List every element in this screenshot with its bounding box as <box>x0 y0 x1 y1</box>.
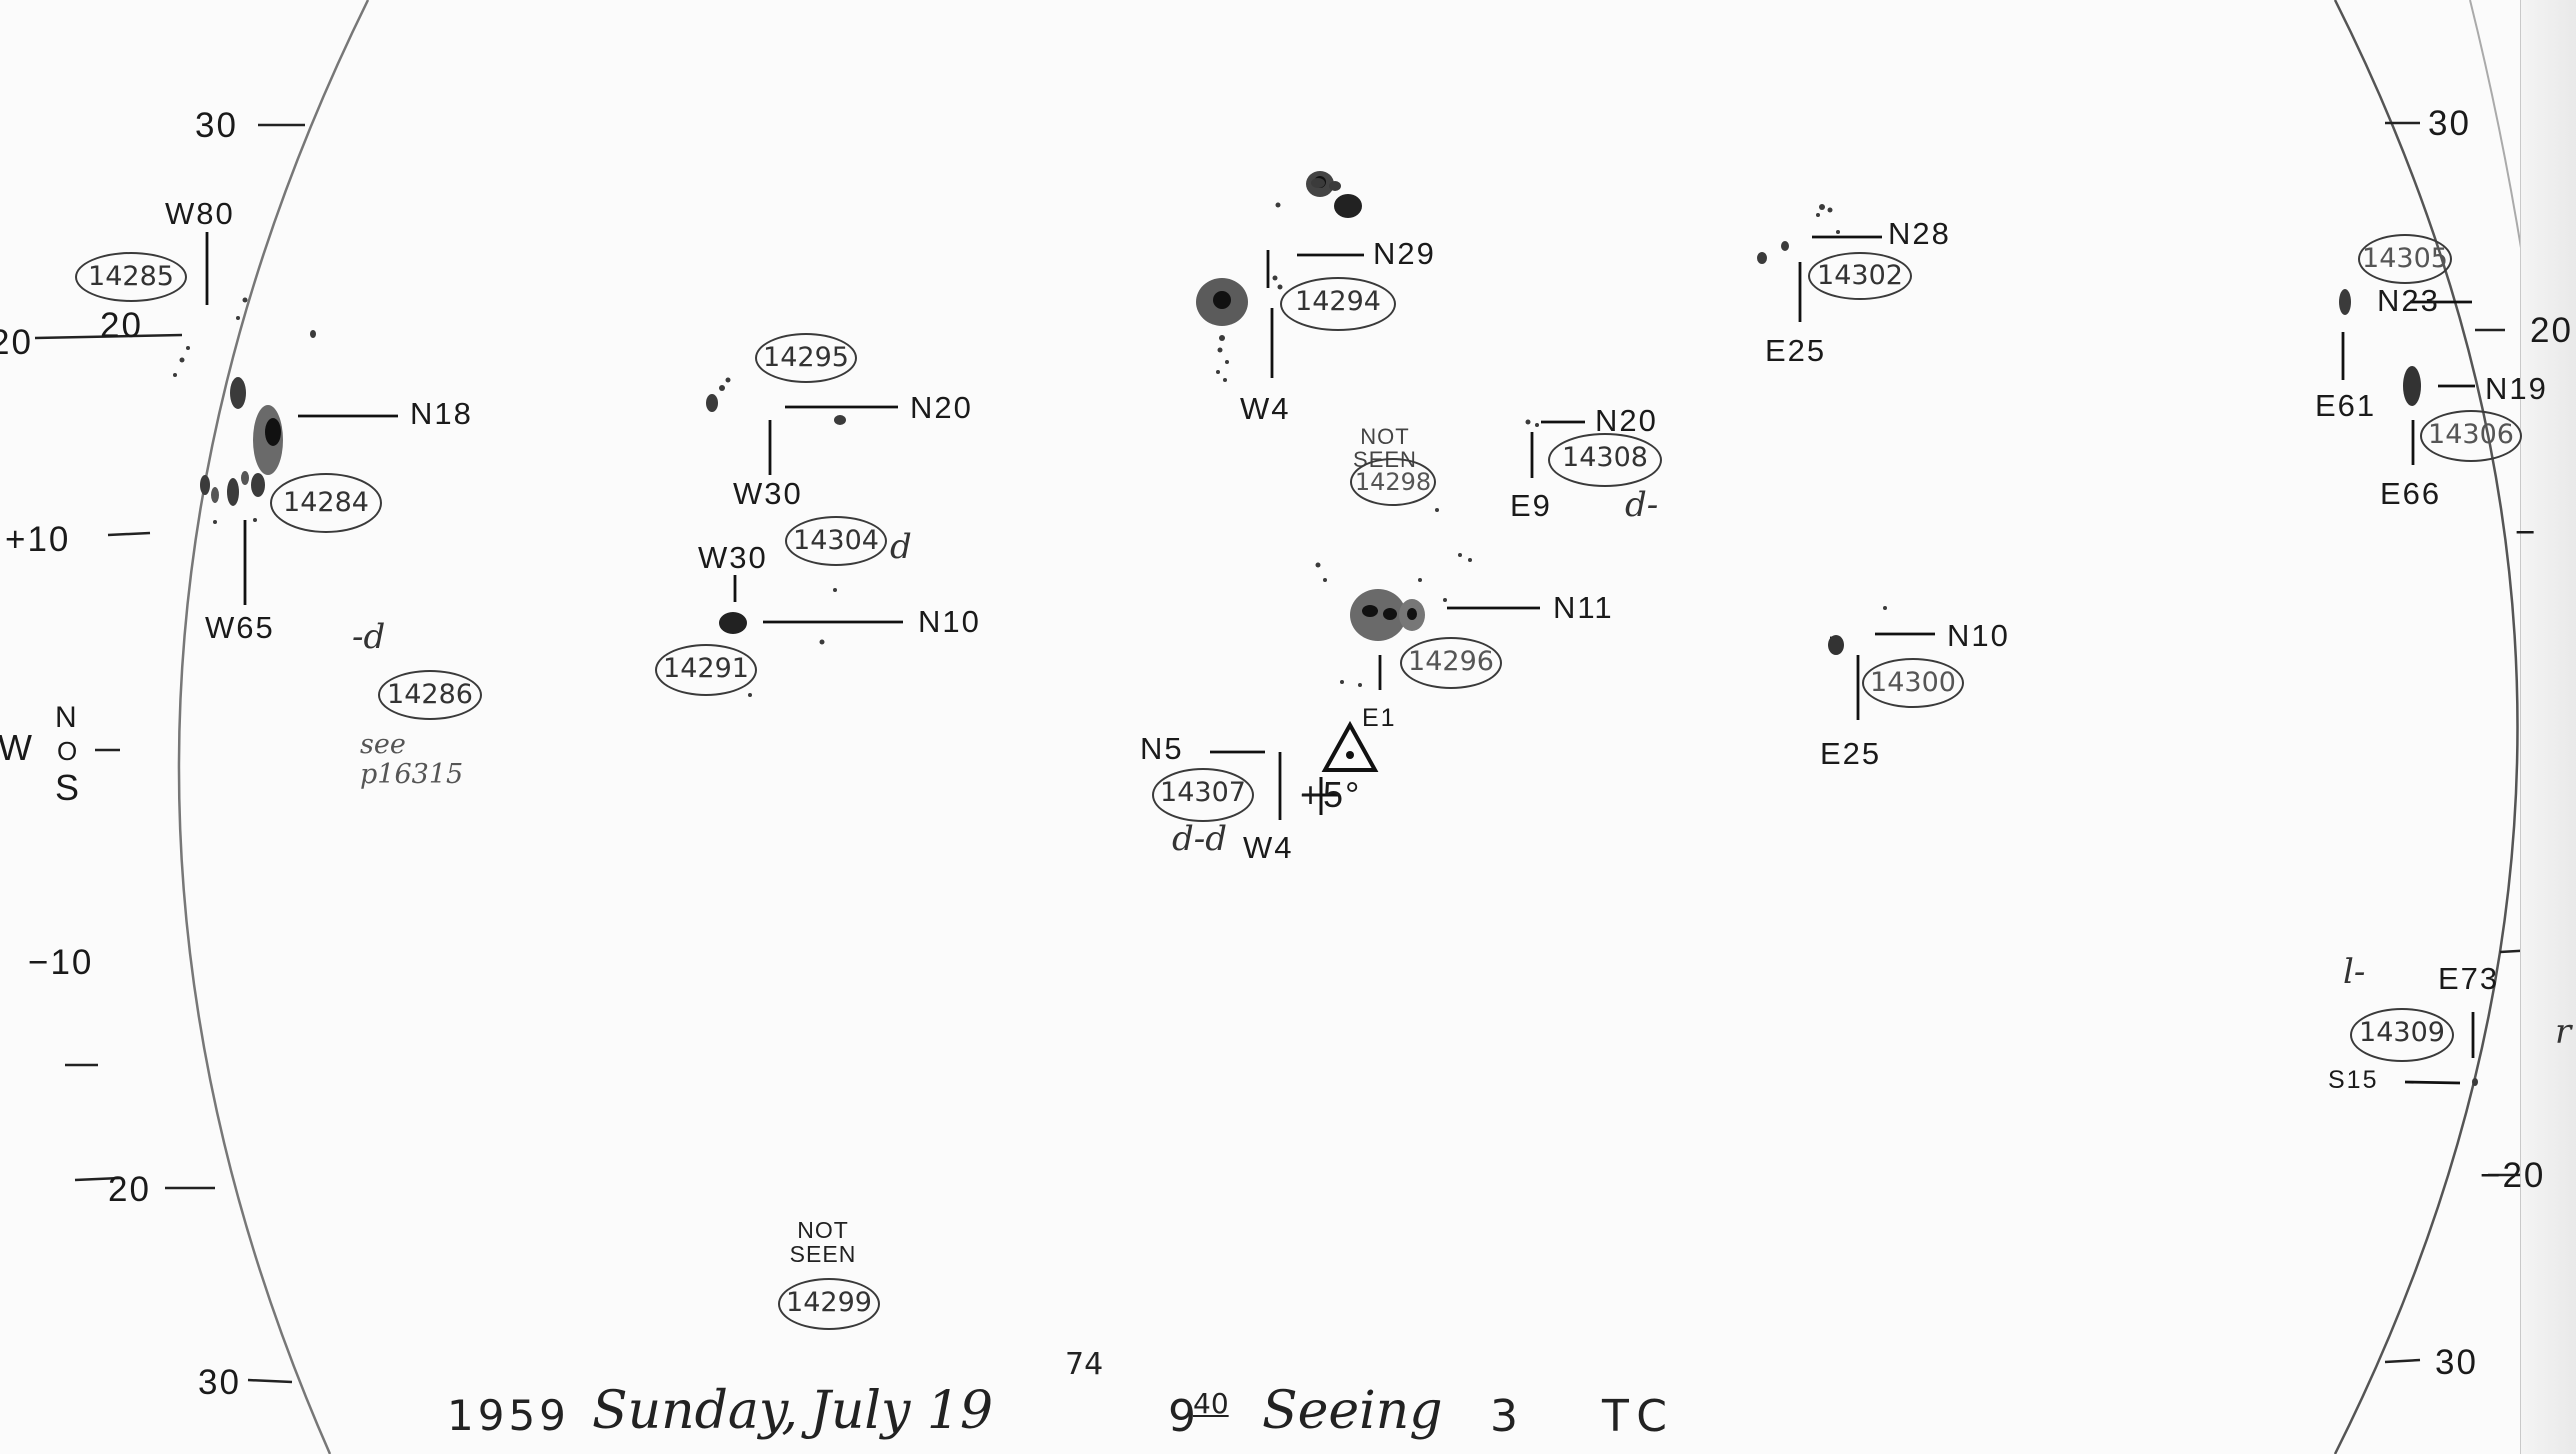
footer-day: Sunday, <box>592 1381 798 1441</box>
region-14300-lon: E25 <box>1820 736 1882 771</box>
region-14307-lon: W4 <box>1243 830 1294 865</box>
region-14299-status: NOT SEEN <box>789 1217 857 1268</box>
limb-label-minus-10: −10 <box>28 943 94 982</box>
region-14304-note: d <box>890 527 912 567</box>
limb-label-20-bottom-left: 20 <box>108 1170 151 1209</box>
limb-label-20-left-edge: 20 <box>0 323 33 362</box>
footer-month-day: July 19 <box>810 1381 994 1441</box>
region-14284-number: 14284 <box>270 473 382 533</box>
region-14309-lat: S15 <box>2328 1066 2379 1094</box>
region-14284-lat: N18 <box>410 396 473 431</box>
region-14299-number: 14299 <box>778 1278 880 1330</box>
region-14300-lat: N10 <box>1947 618 2010 653</box>
region-14295-lon: W30 <box>733 476 803 511</box>
region-14306-lon: E66 <box>2380 476 2442 511</box>
region-14291-lon: W30 <box>698 540 768 575</box>
footer-observer: TC <box>1602 1391 1678 1442</box>
center-mark-label: +5° <box>1300 774 1362 815</box>
region-14309-lon: E73 <box>2438 961 2500 996</box>
disk-center-triangle <box>1321 720 1379 772</box>
region-14305-number: 14305 <box>2358 234 2452 284</box>
orientation-o: O <box>57 736 80 766</box>
disk-center-dot <box>1346 751 1354 759</box>
region-14305-lat: N23 <box>2377 283 2440 318</box>
footer-time-minutes: 40 <box>1193 1387 1229 1420</box>
region-14294-lat: N29 <box>1373 236 1436 271</box>
solar-disk-limb <box>177 0 370 1454</box>
region-14300-number: 14300 <box>1862 658 1964 708</box>
region-14307-note: d-d <box>1172 819 1228 859</box>
limb-label-20-left: 20 <box>100 306 143 345</box>
limb-label-30-bottom-left: 30 <box>198 1363 241 1402</box>
region-14296-lon: E1 <box>1362 704 1397 732</box>
region-14294-number: 14294 <box>1280 277 1396 331</box>
limb-label-plus-10: +10 <box>5 520 71 559</box>
limb-label-right-mid: − <box>2515 513 2538 552</box>
limb-label-30-top-right: 30 <box>2428 104 2471 143</box>
footer-day-fraction: 74 <box>1065 1347 1104 1382</box>
region-14309-number: 14309 <box>2350 1008 2454 1062</box>
orientation-s: S <box>55 767 82 808</box>
margin-mark-right: r <box>2555 1012 2572 1052</box>
region-14286-number: 14286 <box>378 670 482 720</box>
footer-seeing-label: Seeing <box>1262 1381 1443 1441</box>
region-14308-lat: N20 <box>1595 403 1658 438</box>
region-14291-number: 14291 <box>655 644 757 696</box>
footer-seeing-value: 3 <box>1490 1391 1518 1442</box>
limb-label-20-bottom-right: −20 <box>2480 1156 2546 1195</box>
region-14286-note: -d <box>352 617 386 657</box>
region-14285-number: 14285 <box>75 252 187 302</box>
limb-label-30-bottom-right: 30 <box>2435 1343 2478 1382</box>
page-edge <box>2520 0 2576 1454</box>
region-14284-lon: W65 <box>205 610 275 645</box>
region-14307-number: 14307 <box>1152 768 1254 822</box>
region-14294-lon: W4 <box>1240 391 1291 426</box>
region-14302-lon: E25 <box>1765 333 1827 368</box>
orientation-w: W <box>0 727 34 768</box>
footer-year: 1959 <box>447 1391 570 1440</box>
region-14306-lat: N19 <box>2485 371 2548 406</box>
region-14308-note: d- <box>1625 485 1659 525</box>
region-14302-lat: N28 <box>1888 216 1951 251</box>
orientation-n: N <box>55 701 79 734</box>
region-14296-lat: N11 <box>1553 590 1614 625</box>
center-cross <box>1302 777 1340 815</box>
region-14285-lon: W80 <box>165 196 235 231</box>
solar-disk-limb-right <box>2333 0 2519 1454</box>
region-14308-number: 14308 <box>1548 433 1662 487</box>
region-14307-lat: N5 <box>1140 731 1184 766</box>
leader-lines <box>205 232 2475 1085</box>
region-14309-note: l- <box>2343 952 2366 992</box>
region-14306-number: 14306 <box>2420 410 2522 462</box>
region-14295-number: 14295 <box>755 333 857 383</box>
limb-label-20-top-right: 20 <box>2530 311 2573 350</box>
region-14291-lat: N10 <box>918 604 981 639</box>
region-14296-number: 14296 <box>1400 637 1502 689</box>
region-14286-ref: see p16315 <box>360 729 464 790</box>
region-14295-lat: N20 <box>910 390 973 425</box>
region-14302-number: 14302 <box>1808 252 1912 300</box>
sunspots <box>173 171 2478 1086</box>
footer-time-hour: 9 <box>1168 1391 1196 1442</box>
region-14308-lon: E9 <box>1510 488 1552 523</box>
region-14305-lon: E61 <box>2315 388 2377 423</box>
limb-label-30-top-left: 30 <box>195 106 238 145</box>
region-14304-number: 14304 <box>785 516 887 566</box>
region-14298-number: 14298 <box>1350 458 1436 506</box>
